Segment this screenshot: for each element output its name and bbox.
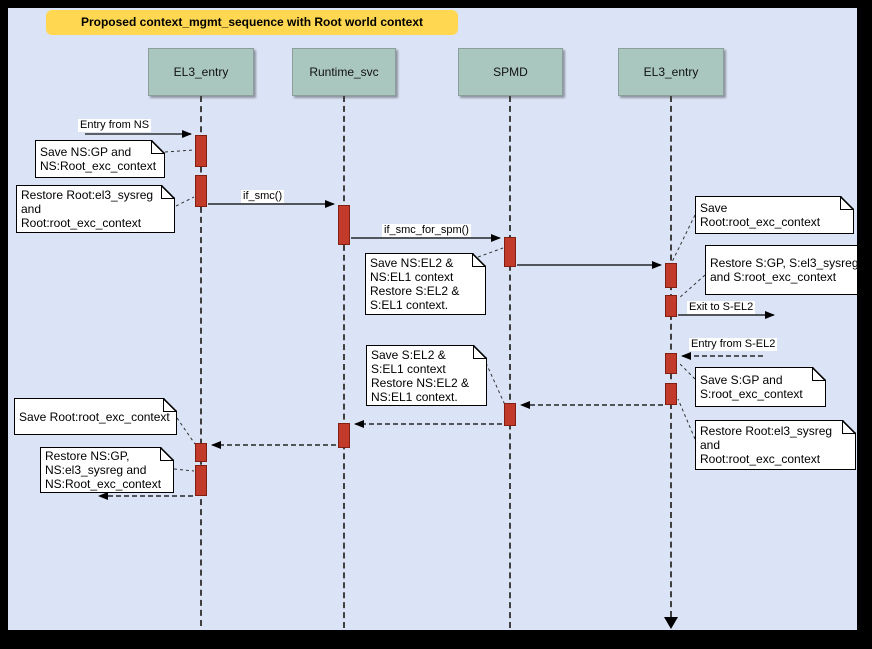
- note-connector: [677, 398, 696, 440]
- note-connector: [176, 417, 196, 445]
- note-text: Save S:GP and S:root_exc_context: [700, 373, 803, 401]
- lifeline-label: EL3_entry: [173, 65, 229, 79]
- note-save-root-exc-left: Save Root:root_exc_context: [14, 398, 177, 435]
- note-connector: [677, 274, 706, 300]
- note-connector: [485, 362, 506, 406]
- activation-bar: [665, 295, 677, 317]
- note-text: Save Root:root_exc_context: [19, 409, 170, 424]
- note-text: Save Root:root_exc_context: [700, 201, 821, 229]
- note-connector: [671, 214, 696, 263]
- activation-bar: [195, 135, 207, 167]
- lifeline-label: EL3_entry: [643, 65, 699, 79]
- message-label-if-smc-for-spm: if_smc_for_spm(): [382, 224, 471, 237]
- connector-layer: [85, 130, 775, 629]
- lifeline-header-el3-entry-1: EL3_entry: [148, 48, 254, 96]
- note-text: Restore S:GP, S:el3_sysreg and S:root_ex…: [710, 256, 857, 284]
- note-text: Restore NS:GP, NS:el3_sysreg and NS:Root…: [45, 449, 162, 491]
- note-text: Save S:EL2 & S:EL1 context Restore NS:EL…: [371, 347, 470, 404]
- activation-bar: [195, 175, 207, 207]
- lifeline-header-el3-entry-2: EL3_entry: [618, 48, 724, 96]
- note-connector: [175, 196, 195, 207]
- activation-bar: [504, 403, 516, 426]
- note-save-ns-el2: Save NS:EL2 & NS:EL1 context Restore S:E…: [365, 253, 486, 315]
- activation-bar: [338, 205, 350, 245]
- lifeline-header-spmd: SPMD: [458, 48, 563, 96]
- note-restore-root-el3-sysreg-right: Restore Root:el3_sysreg and Root:root_ex…: [695, 420, 856, 470]
- lifeline-el3-entry-1: [200, 96, 202, 626]
- diagram-title: Proposed context_mgmt_sequence with Root…: [46, 10, 458, 35]
- lifeline-label: SPMD: [493, 65, 528, 79]
- note-save-ns-gp: Save NS:GP and NS:Root_exc_context: [35, 140, 165, 178]
- activation-bar: [195, 443, 207, 462]
- activation-bar: [504, 237, 516, 267]
- lifeline-spmd: [509, 96, 511, 628]
- message-label-entry-from-s-el2: Entry from S-EL2: [689, 338, 778, 351]
- activation-bar: [338, 423, 350, 448]
- note-restore-s-gp: Restore S:GP, S:el3_sysreg and S:root_ex…: [705, 245, 857, 295]
- message-label-if-smc: if_smc(): [241, 190, 285, 203]
- note-text: Save NS:GP and NS:Root_exc_context: [40, 145, 157, 173]
- note-text: Restore Root:el3_sysreg and Root:root_ex…: [700, 424, 833, 466]
- note-connector: [477, 247, 504, 258]
- note-restore-root-el3-sysreg: Restore Root:el3_sysreg and Root:root_ex…: [16, 185, 175, 233]
- lifeline-runtime-svc: [343, 96, 345, 628]
- lifeline-end-arrowhead-icon: [664, 617, 678, 629]
- diagram-canvas: Proposed context_mgmt_sequence with Root…: [8, 8, 857, 630]
- activation-bar: [195, 465, 207, 496]
- lifeline-label: Runtime_svc: [309, 65, 379, 79]
- note-text: Restore Root:el3_sysreg and Root:root_ex…: [21, 188, 154, 230]
- message-label-exit-to-s-el2: Exit to S-EL2: [687, 301, 756, 314]
- note-restore-ns-gp: Restore NS:GP, NS:el3_sysreg and NS:Root…: [40, 447, 174, 493]
- note-text: Save NS:EL2 & NS:EL1 context Restore S:E…: [370, 256, 460, 312]
- activation-bar: [665, 383, 677, 405]
- note-save-s-el2: Save S:EL2 & S:EL1 context Restore NS:EL…: [366, 345, 487, 406]
- note-save-s-gp: Save S:GP and S:root_exc_context: [695, 367, 826, 407]
- note-save-root-exc-right: Save Root:root_exc_context: [695, 196, 854, 234]
- note-connector: [677, 361, 696, 380]
- message-label-entry-from-ns: Entry from NS: [78, 119, 152, 132]
- activation-bar: [665, 353, 677, 374]
- lifeline-header-runtime-svc: Runtime_svc: [292, 48, 396, 96]
- note-connector: [164, 149, 195, 153]
- note-connector: [173, 468, 195, 472]
- activation-bar: [665, 263, 677, 288]
